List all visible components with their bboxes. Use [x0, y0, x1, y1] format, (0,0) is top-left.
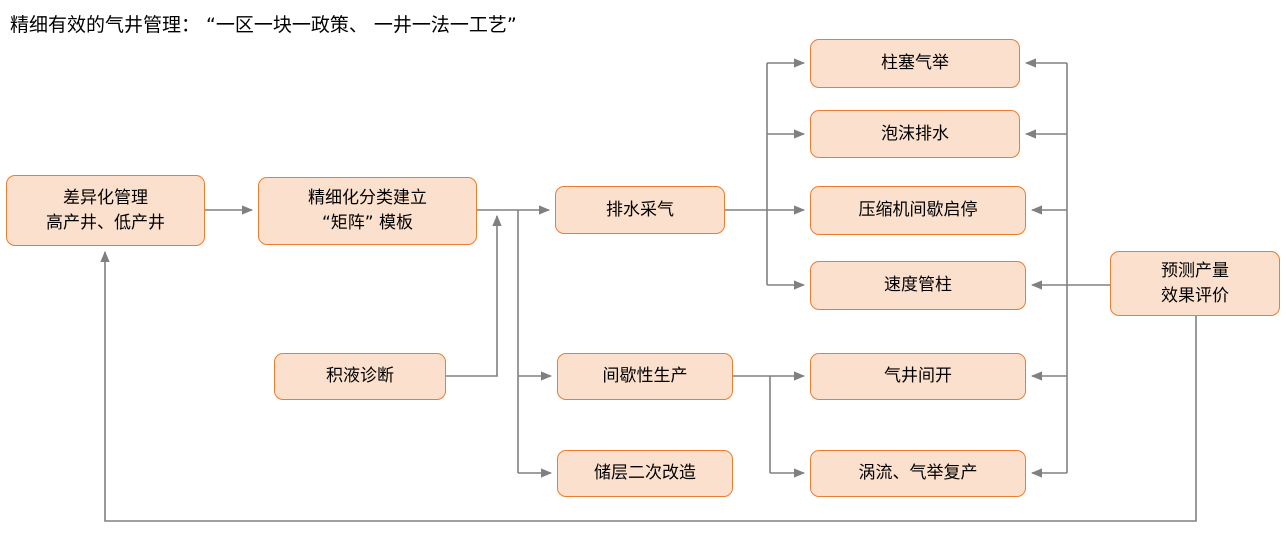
node-liquid-diagnosis[interactable]: 积液诊断: [274, 353, 446, 400]
node-velocity-string[interactable]: 速度管柱: [810, 261, 1026, 310]
node-gas-well-intermittent-open[interactable]: 气井间开: [810, 353, 1026, 400]
node-differentiated-management[interactable]: 差异化管理 高产井、低产井: [6, 175, 205, 246]
node-production-forecast[interactable]: 预测产量 效果评价: [1110, 251, 1280, 316]
node-dewatering-gas-production[interactable]: 排水采气: [555, 186, 725, 234]
node-reservoir-restimulation[interactable]: 储层二次改造: [557, 450, 733, 497]
node-label-differentiated-management: 差异化管理 高产井、低产井: [46, 187, 165, 233]
node-label-matrix-template: 精细化分类建立 “矩阵” 模板: [308, 188, 427, 233]
node-label-foam-dewatering: 泡沫排水: [881, 123, 949, 144]
page-title: 精细有效的气井管理： “一区一块一政策、 一井一法一工艺”: [10, 14, 517, 36]
edge-diagnosis-to-matrix-line: [446, 214, 502, 377]
node-label-intermittent-production: 间歇性生产: [602, 366, 688, 386]
node-label-liquid-diagnosis: 积液诊断: [326, 366, 394, 386]
node-label-reservoir-restimulation: 储层二次改造: [594, 463, 696, 483]
node-label-compressor-intermittent: 压缩机间歇启停: [858, 200, 978, 220]
node-label-vortex-gas-lift-restore: 涡流、气举复产: [858, 463, 978, 483]
node-label-velocity-string: 速度管柱: [884, 275, 952, 295]
node-plunger-gas-lift[interactable]: 柱塞气举: [810, 39, 1020, 88]
node-label-plunger-gas-lift: 柱塞气举: [881, 53, 949, 73]
node-compressor-intermittent[interactable]: 压缩机间歇启停: [810, 186, 1026, 235]
node-vortex-gas-lift-restore[interactable]: 涡流、气举复产: [810, 450, 1026, 497]
node-matrix-template[interactable]: 精细化分类建立 “矩阵” 模板: [258, 177, 477, 245]
node-label-production-forecast: 预测产量 效果评价: [1161, 260, 1229, 306]
node-label-dewatering-gas-production: 排水采气: [606, 199, 674, 220]
node-foam-dewatering[interactable]: 泡沫排水: [810, 110, 1020, 158]
edge-feedback-loop: [100, 250, 1197, 522]
node-label-gas-well-intermittent-open: 气井间开: [884, 366, 952, 386]
node-intermittent-production[interactable]: 间歇性生产: [557, 353, 733, 400]
